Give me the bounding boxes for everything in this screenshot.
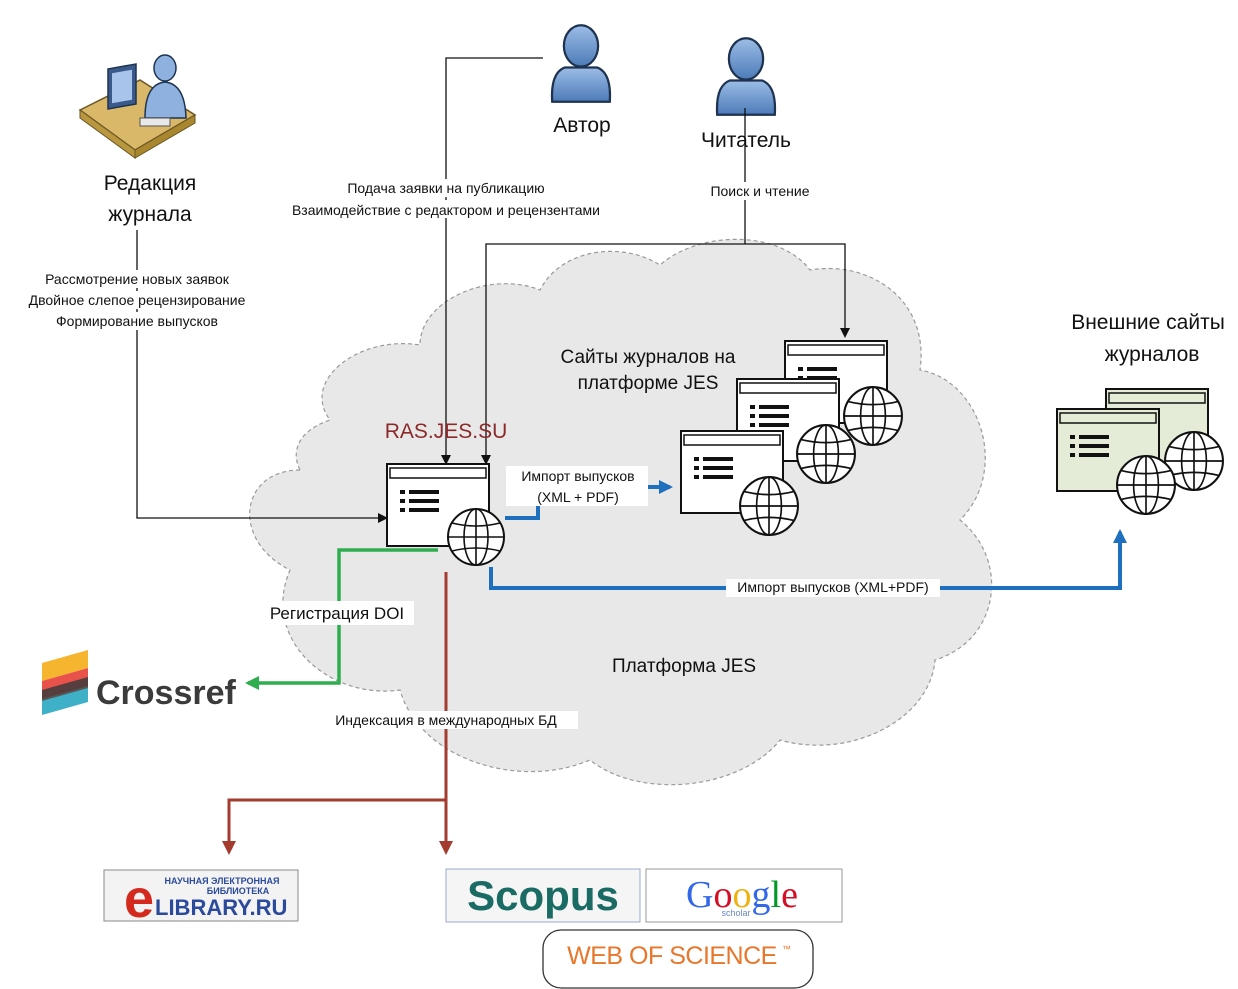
journal-site-globe-icon-1 [739,476,799,536]
import-external-label: Импорт выпусков (XML+PDF) [737,579,928,595]
journal-site-globe-icon-2 [796,424,856,484]
reader-flow-label: Поиск и чтение [710,183,809,199]
author-flow-arrow [441,57,543,465]
wos-trademark: ™ [782,944,791,954]
elibrary-top-line2: БИБЛИОТЕКА [207,886,270,896]
google-letter-l: l [771,874,782,916]
platform-label: Платформа JES [612,656,756,677]
editorial-label-line1: Редакция [104,172,197,195]
journal-site-globe-icon-3 [843,386,903,446]
elibrary-e-letter: e [124,869,154,929]
ras-site-label: RAS.JES.SU [385,420,508,443]
external-sites-label-line1: Внешние сайты [1071,311,1225,334]
ras-globe-icon [447,508,505,566]
indexing-label: Индексация в международных БД [335,712,557,728]
elibrary-top-line1: НАУЧНАЯ ЭЛЕКТРОННАЯ [165,876,280,886]
google-scholar-sub: scholar [721,908,750,918]
wos-wordmark: WEB OF SCIENCE [567,942,777,970]
journal-sites-label-line2: платформе JES [578,373,719,394]
google-letter-o1: o [714,874,733,916]
author-person-icon [550,24,612,103]
crossref-logo: Crossref [42,650,237,715]
import-label-line1: Импорт выпусков [521,468,634,484]
author-label: Автор [553,114,610,137]
google-letter-g: G [686,874,713,916]
author-flow-label-line2: Взаимодействие с редактором и рецензента… [292,202,600,218]
google-letter-g2: g [752,874,771,916]
editorial-label-line2: журнала [108,203,192,226]
journal-sites-label-line1: Сайты журналов на [561,347,736,368]
reader-person-icon [715,36,777,116]
google-letter-o2: o [733,874,752,916]
editorial-flow-label-line2: Двойное слепое рецензирование [29,292,246,308]
editorial-flow-label-line3: Формирование выпусков [56,313,218,329]
google-wordmark: Google [686,874,798,916]
scopus-wordmark: Scopus [467,872,619,919]
elibrary-logo: e НАУЧНАЯ ЭЛЕКТРОННАЯ БИБЛИОТЕКА LIBRARY… [103,869,299,929]
scopus-logo: Scopus [445,868,641,923]
crossref-wordmark: Crossref [96,674,237,712]
author-flow-label-line1: Подача заявки на публикацию [347,180,544,196]
google-letter-e: e [781,874,798,916]
reader-to-ras-arrow [481,243,745,465]
external-sites-label-line2: журналов [1105,343,1200,366]
elibrary-wordmark: LIBRARY.RU [155,895,287,920]
platform-cloud [249,238,993,786]
editorial-flow-label-line1: Рассмотрение новых заявок [45,271,230,287]
indexing-elibrary-arrow [222,798,446,855]
reader-to-sites-arrow [745,243,850,338]
web-of-science-logo: WEB OF SCIENCE ™ [542,929,814,989]
import-label-line2: (XML + PDF) [537,489,619,505]
editorial-desk-icon [78,54,197,159]
reader-label: Читатель [701,129,791,152]
doi-label: Регистрация DOI [270,604,404,623]
google-scholar-logo: Google scholar [645,868,843,923]
external-site-globe-icon-1 [1116,455,1176,515]
